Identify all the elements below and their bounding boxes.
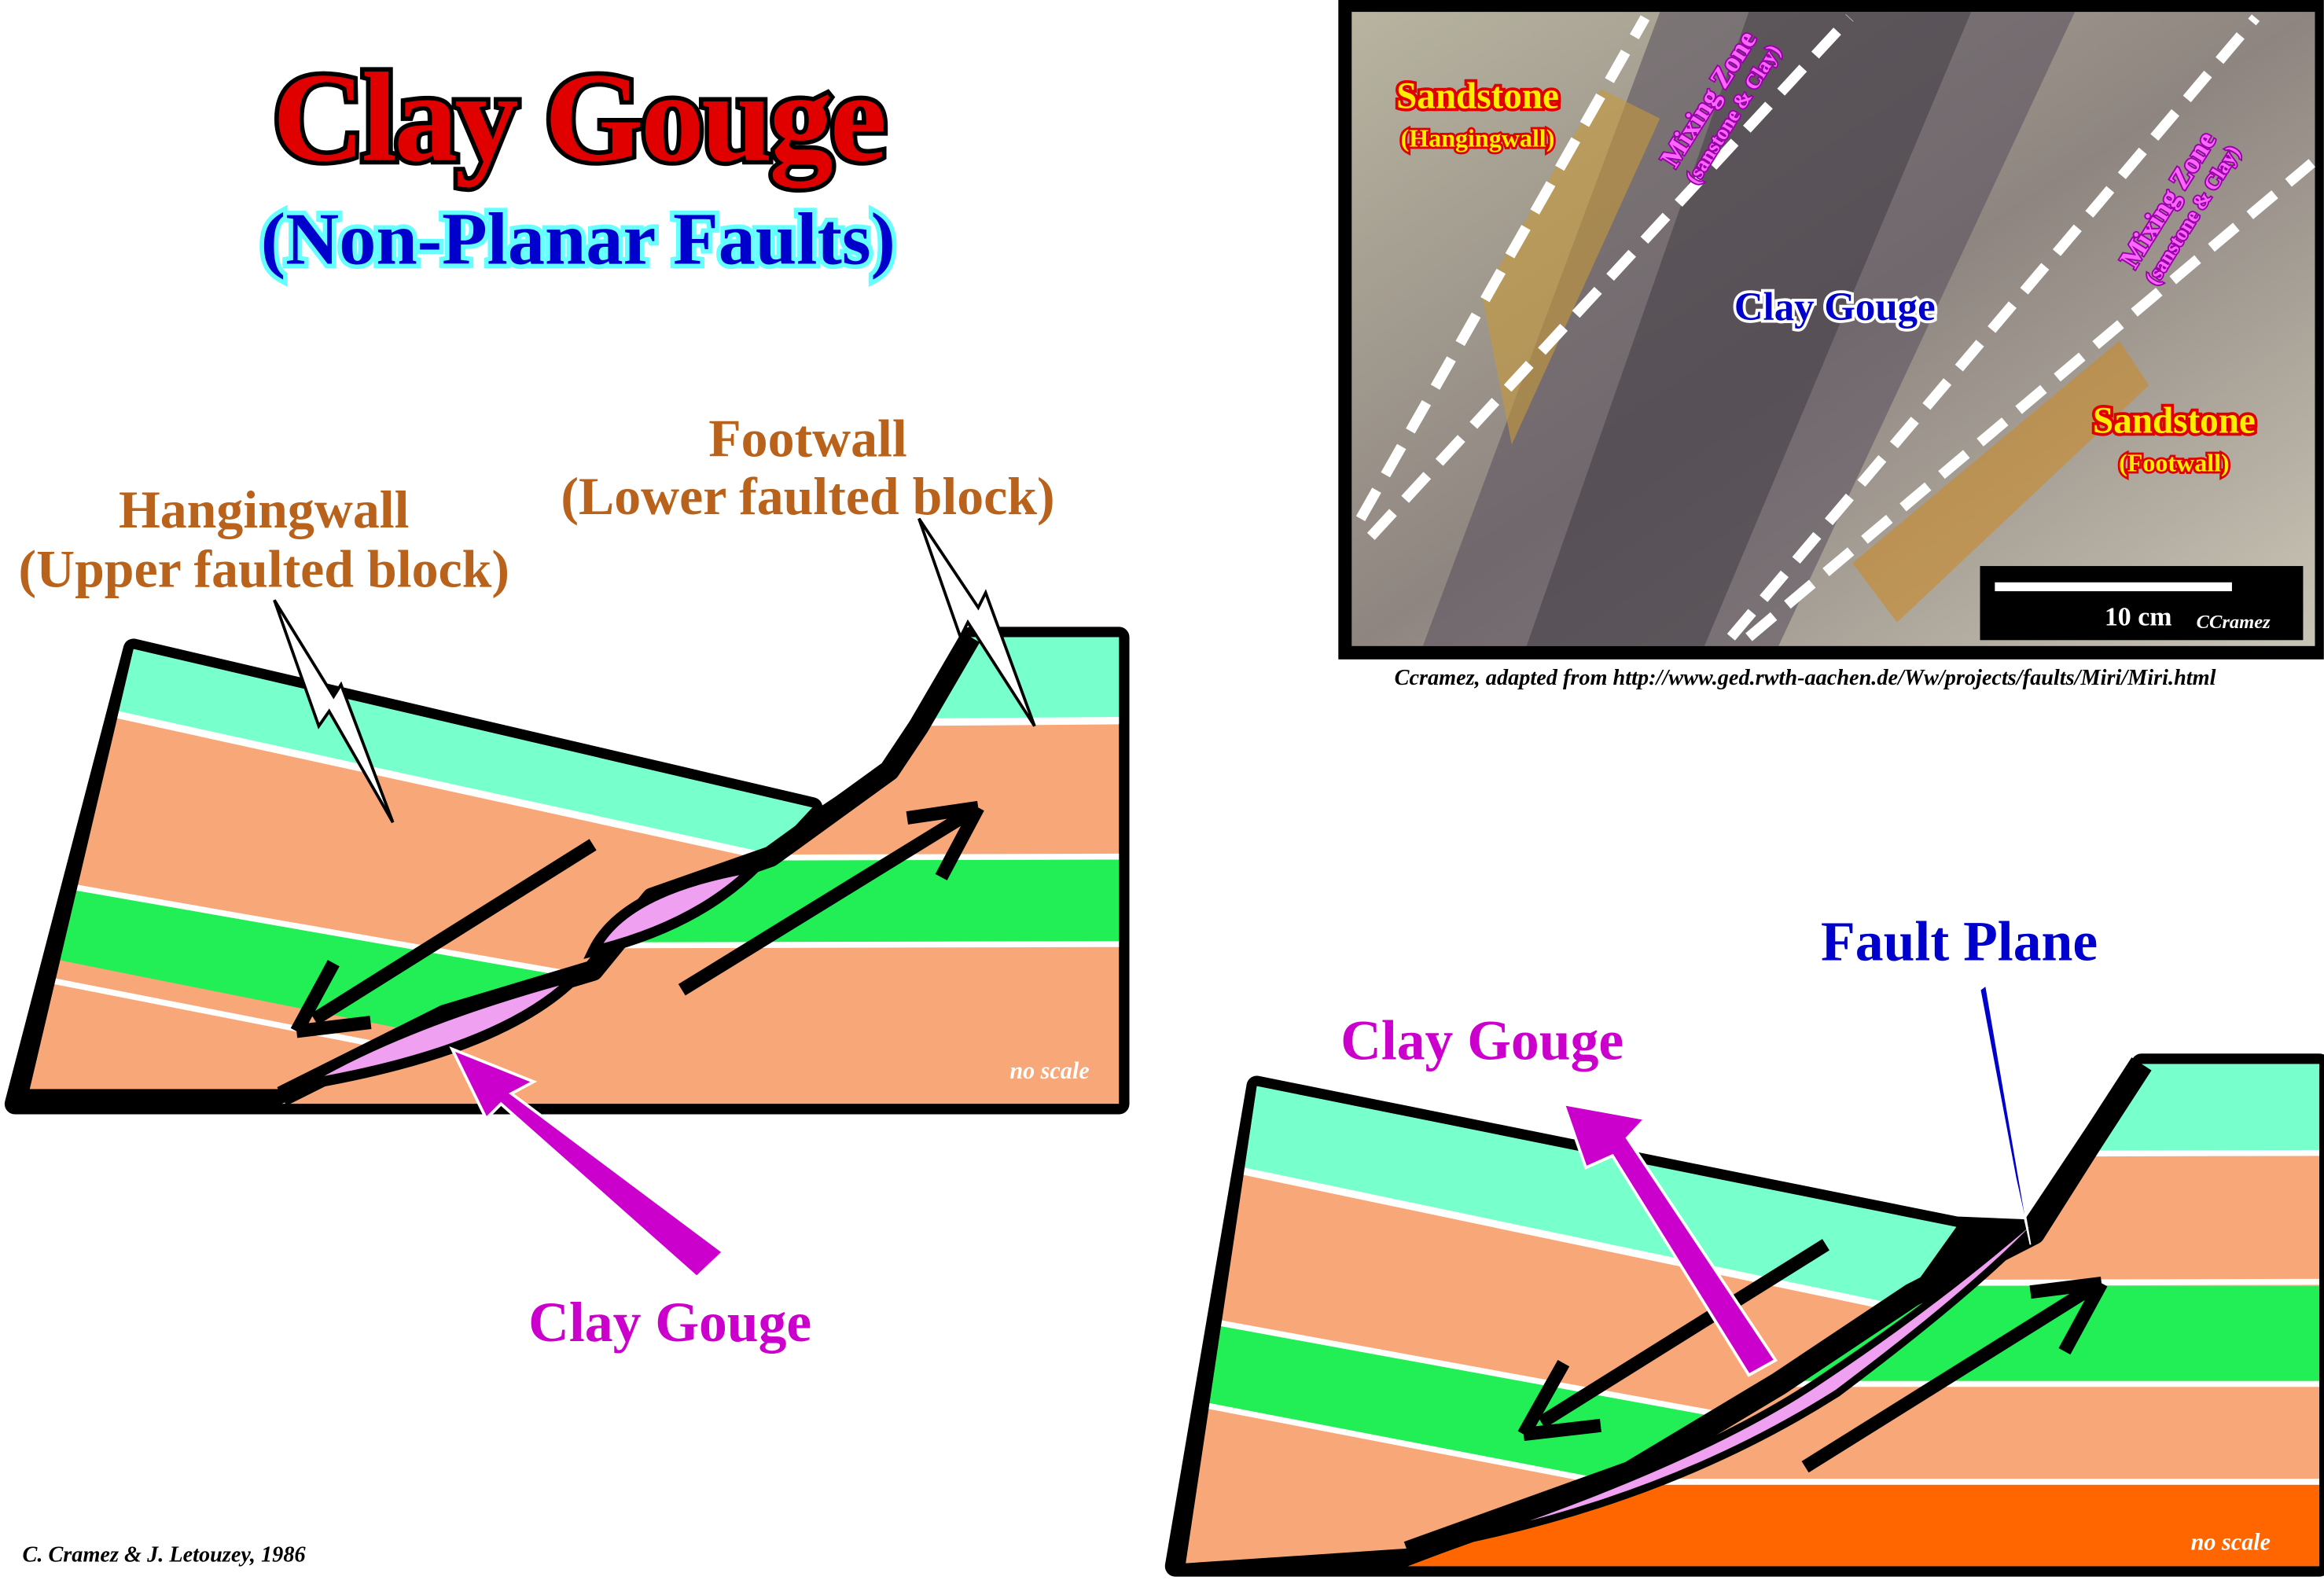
clay-gouge-lens xyxy=(1458,1185,2071,1545)
hangingwall-motion-arrow xyxy=(1517,1239,1829,1442)
hangingwall-motion-arrow xyxy=(290,839,597,1038)
footwall-label: Footwall xyxy=(708,410,906,469)
scale-bar-label: 10 cm xyxy=(2105,602,2172,631)
photo-credit: CCramez xyxy=(2197,612,2271,633)
clay-gouge-lens xyxy=(293,965,595,1092)
hangingwall-pointer-icon xyxy=(273,599,395,824)
figure-credit: C. Cramez & J. Letouzey, 1986 xyxy=(22,1543,306,1567)
outcrop-photo: 10 cm CCramez Sandstone (Hangingwall) Sa… xyxy=(1338,0,2324,660)
clay-gouge-label: Clay Gouge xyxy=(528,1292,811,1354)
scale-bar-box xyxy=(1980,566,2304,641)
footwall-motion-arrow xyxy=(678,800,984,996)
hangingwall-sublabel: (Upper faulted block) xyxy=(19,539,509,598)
left-fault-diagram: no scale xyxy=(4,627,1130,1115)
scale-note: no scale xyxy=(1009,1057,1089,1084)
page-subtitle: (Non-Planar Faults) xyxy=(261,199,895,281)
page-title: Clay Gouge xyxy=(273,48,884,189)
footwall-pointer-icon xyxy=(917,517,1036,727)
gouge-pointer-arrow-icon xyxy=(1561,1101,1778,1377)
photo-caption: Ccramez, adapted from http://www.ged.rwt… xyxy=(1395,666,2216,690)
scale-bar xyxy=(1995,582,2232,592)
photo-footwall-label: Sandstone xyxy=(2093,400,2256,441)
photo-clay-gouge-label: Clay Gouge xyxy=(1734,285,1936,329)
gouge-pointer-arrow-icon xyxy=(449,1046,726,1280)
clay-gouge-lens xyxy=(583,858,771,959)
right-clay-gouge-label: Clay Gouge xyxy=(1340,1010,1623,1072)
fault-plane-label: Fault Plane xyxy=(1821,910,2098,972)
photo-hangingwall-label: Sandstone xyxy=(1396,76,1559,117)
hangingwall-label: Hangingwall xyxy=(119,480,409,539)
footwall-motion-arrow xyxy=(1801,1276,2108,1473)
photo-hangingwall-sublabel: (Hangingwall) xyxy=(1401,124,1555,153)
footwall-sublabel: (Lower faulted block) xyxy=(561,467,1054,526)
photo-footwall-sublabel: (Footwall) xyxy=(2119,448,2230,476)
fault-plane-pointer-icon xyxy=(1979,983,2032,1245)
scale-note: no scale xyxy=(2191,1529,2271,1556)
